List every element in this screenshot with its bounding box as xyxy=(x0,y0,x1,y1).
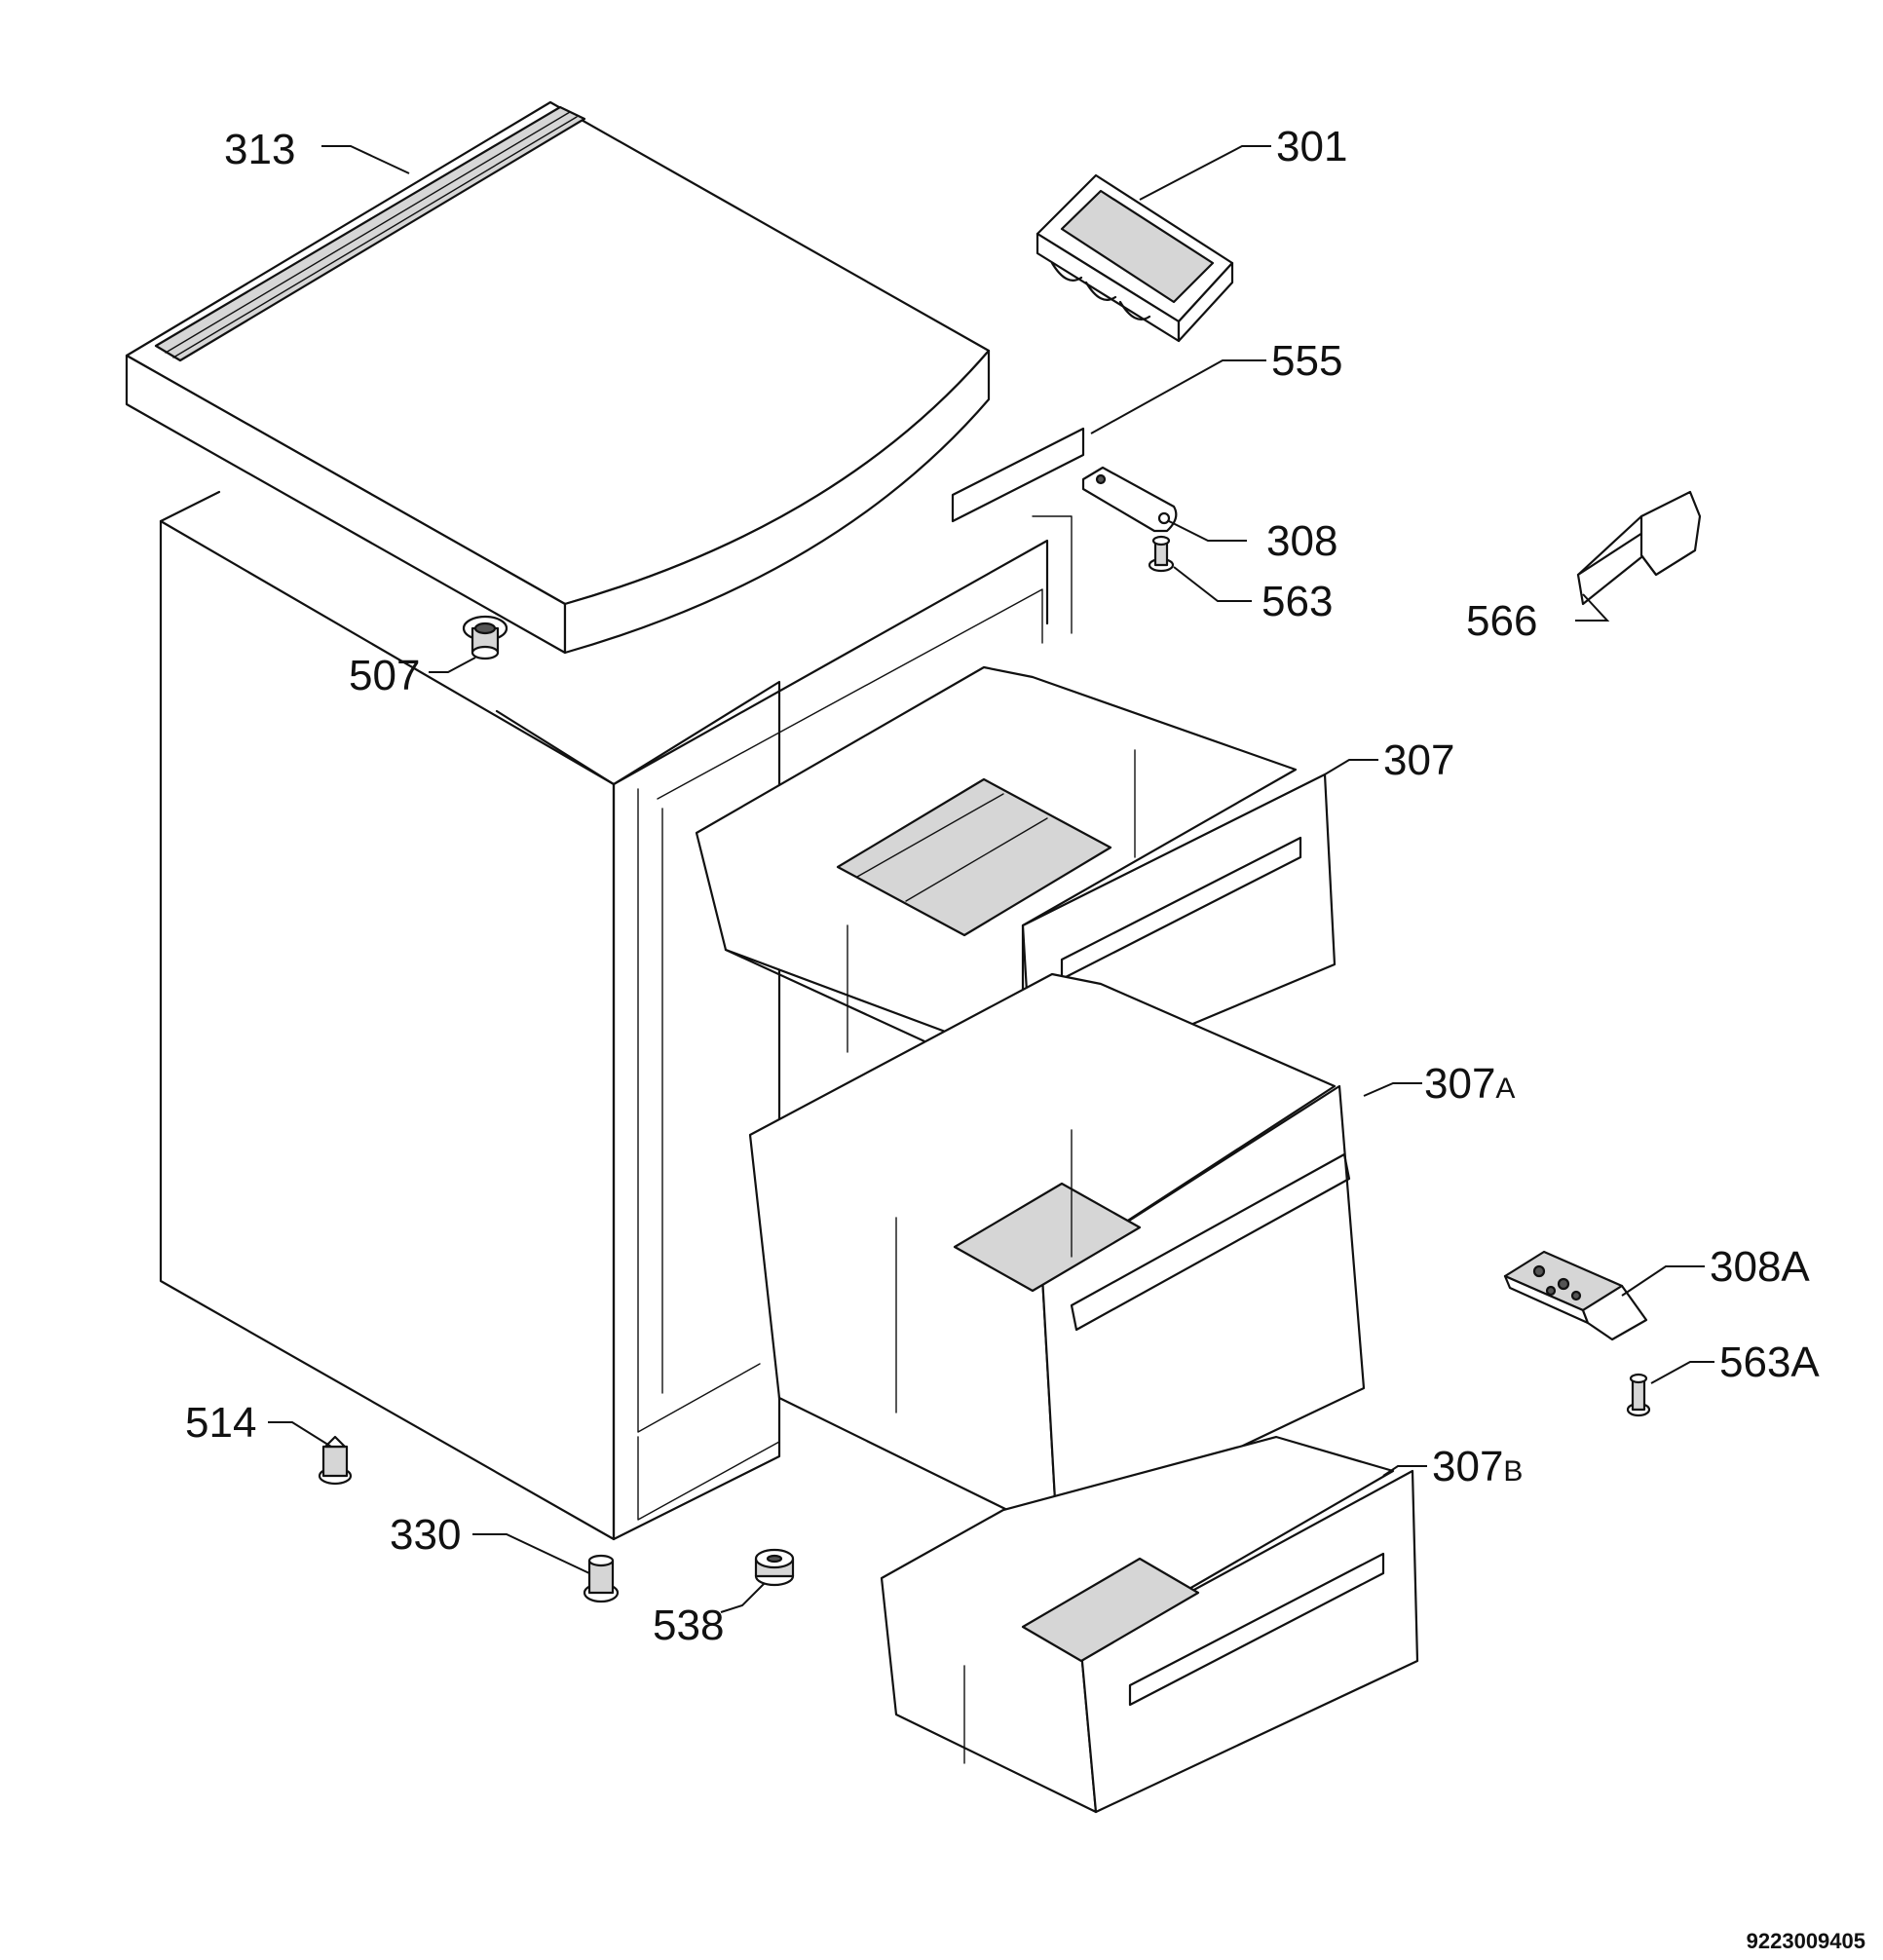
callout-538: 538 xyxy=(653,1602,724,1649)
hinge-plate xyxy=(1081,466,1178,533)
callout-301: 301 xyxy=(1276,123,1347,170)
freezer-drawer-bottom xyxy=(880,1435,1419,1814)
spanner-tool xyxy=(1576,490,1702,606)
lower-hinge-screw xyxy=(1626,1373,1651,1417)
callout-308: 308 xyxy=(1266,517,1337,565)
adjustable-foot-left xyxy=(318,1435,353,1486)
document-number: 9223009405 xyxy=(1747,1929,1865,1953)
callout-labels: 313 301 555 308 563 566 507 307 307A 308… xyxy=(185,123,1865,1953)
spacer-ring xyxy=(754,1548,795,1587)
lower-hinge xyxy=(1503,1250,1648,1341)
ice-cube-tray xyxy=(1036,173,1234,343)
callout-563a: 563A xyxy=(1719,1338,1820,1386)
top-lid xyxy=(125,100,991,655)
callout-566: 566 xyxy=(1466,597,1537,645)
freezer-drawer-middle xyxy=(748,972,1366,1536)
callout-307b: 307B xyxy=(1432,1443,1523,1490)
label-strip xyxy=(951,427,1085,523)
callout-308a: 308A xyxy=(1710,1243,1810,1291)
callout-563: 563 xyxy=(1262,578,1333,625)
callout-307: 307 xyxy=(1383,736,1454,784)
callout-313: 313 xyxy=(224,126,295,173)
callout-555: 555 xyxy=(1271,337,1342,385)
leader-lines xyxy=(268,145,1714,1613)
bumper-foot xyxy=(462,615,508,660)
callout-307a: 307A xyxy=(1424,1060,1515,1108)
cabinet-body xyxy=(159,490,1073,1541)
callout-514: 514 xyxy=(185,1399,256,1447)
hinge-screw xyxy=(1148,535,1175,573)
callout-507: 507 xyxy=(349,652,420,699)
callout-330: 330 xyxy=(390,1511,461,1559)
adjustable-foot xyxy=(583,1554,620,1603)
